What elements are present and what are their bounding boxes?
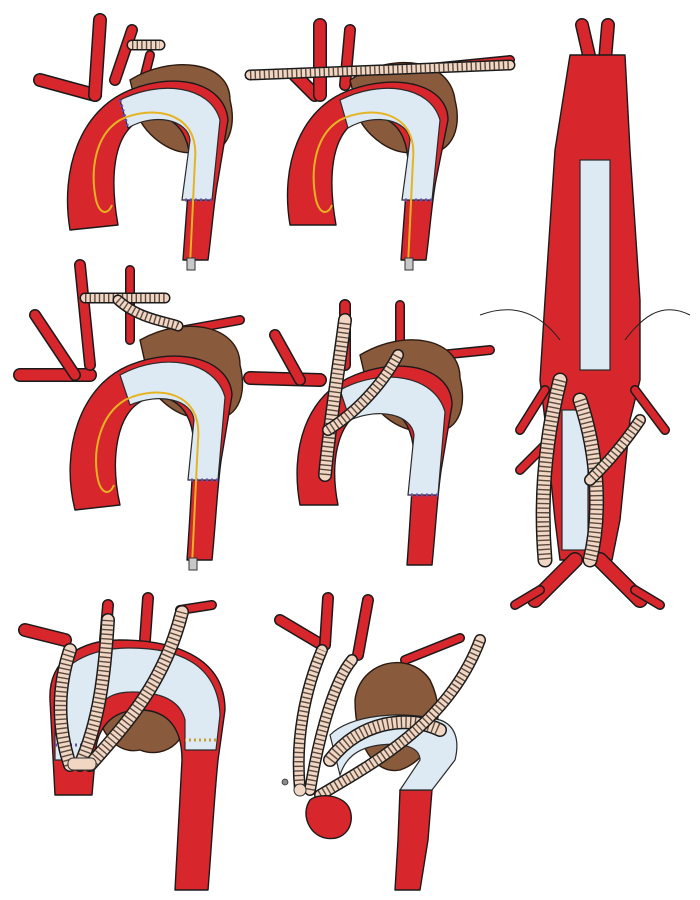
panel-bottom-left [18, 592, 226, 891]
panel-middle-middle [243, 299, 495, 566]
panel-middle-left [13, 259, 245, 571]
panel-bottom-middle [274, 592, 486, 891]
panel-top-middle [244, 18, 516, 271]
panel-right-tall [479, 18, 691, 610]
panel-top-left [33, 13, 233, 271]
